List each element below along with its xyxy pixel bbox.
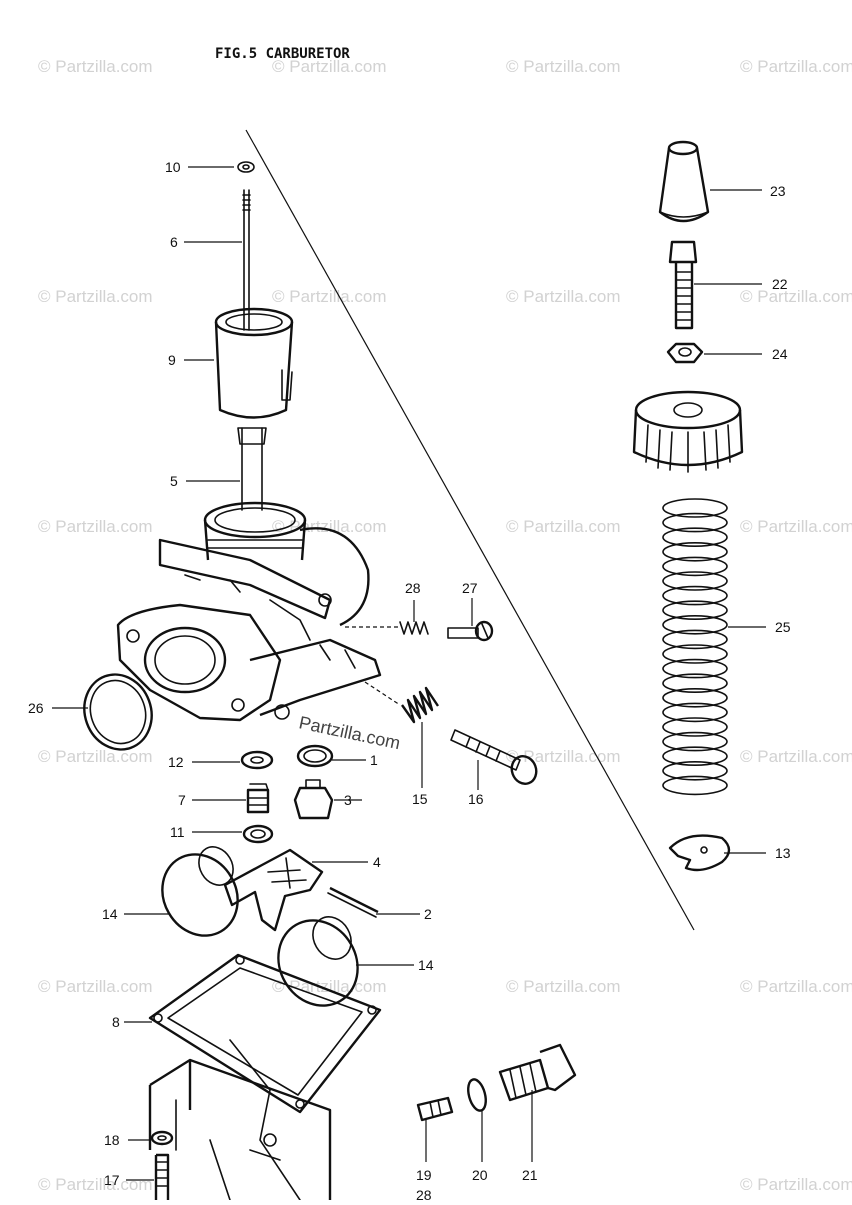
part-12-washer xyxy=(240,750,274,770)
callout-22: 22 xyxy=(772,276,788,292)
watermark: © Partzilla.com xyxy=(38,57,153,76)
watermark: © Partzilla.com xyxy=(506,517,621,536)
watermark: © Partzilla.com xyxy=(272,977,387,996)
callout-1: 1 xyxy=(370,752,378,768)
part-25-return-spring xyxy=(662,498,728,796)
mixing-chamber-top xyxy=(632,390,744,473)
part-5-needle-jet xyxy=(237,427,267,511)
callout-18: 18 xyxy=(104,1132,120,1148)
callout-9: 9 xyxy=(168,352,176,368)
callout-10: 10 xyxy=(165,159,181,175)
callout-11: 11 xyxy=(170,824,185,840)
callout-2: 2 xyxy=(424,906,432,922)
part-10-clip xyxy=(237,161,255,173)
callout-26: 26 xyxy=(28,700,44,716)
part-2-float-pin xyxy=(327,886,379,918)
watermark: © Partzilla.com xyxy=(272,287,387,306)
part-7-main-jet xyxy=(246,783,270,814)
callout-5: 5 xyxy=(170,473,178,489)
part-22-cable-adjuster xyxy=(668,240,698,330)
callout-12: 12 xyxy=(168,754,184,770)
part-11-washer xyxy=(242,824,274,844)
callout-14: 14 xyxy=(102,906,118,922)
part-21-banjo-bolt xyxy=(498,1043,577,1102)
part-18-washer xyxy=(150,1130,174,1146)
watermark-grid: © Partzilla.com © Partzilla.com © Partzi… xyxy=(38,57,852,1194)
part-14-float-left xyxy=(161,846,239,937)
figure-title: FIG.5 CARBURETOR xyxy=(215,46,350,62)
part-19-drain-screw xyxy=(416,1096,454,1122)
part-28-spring xyxy=(399,621,429,635)
watermark: © Partzilla.com xyxy=(38,517,153,536)
part-4-float-arm xyxy=(223,848,324,932)
alignment-line xyxy=(364,681,401,706)
callout-19: 19 xyxy=(416,1167,432,1183)
part-24-lock-nut xyxy=(666,342,704,364)
part-14-float-right xyxy=(277,916,359,1007)
watermark: © Partzilla.com xyxy=(272,57,387,76)
carburetor-body xyxy=(116,501,382,722)
callout-labels: 10 6 9 5 26 12 1 7 3 11 4 14 2 14 8 18 1… xyxy=(28,159,791,1203)
watermark: © Partzilla.com xyxy=(740,1175,852,1194)
watermark: © Partzilla.com xyxy=(38,977,153,996)
callout-13: 13 xyxy=(775,845,791,861)
callout-28: 28 xyxy=(405,580,421,596)
part-6-jet-needle xyxy=(242,189,251,331)
callout-7: 7 xyxy=(178,792,186,808)
part-1-gasket xyxy=(296,744,334,768)
part-26-o-ring xyxy=(83,673,153,751)
callout-25: 25 xyxy=(775,619,791,635)
callout-4: 4 xyxy=(373,854,381,870)
watermark: © Partzilla.com xyxy=(38,287,153,306)
callout-6: 6 xyxy=(170,234,178,250)
float-bowl xyxy=(148,1039,332,1201)
part-20-washer xyxy=(467,1078,487,1112)
watermark: © Partzilla.com xyxy=(740,287,852,306)
watermark: © Partzilla.com xyxy=(38,747,153,766)
part-9-throttle-valve xyxy=(214,307,294,419)
separator-line xyxy=(245,129,695,931)
watermark: © Partzilla.com xyxy=(38,1175,153,1194)
watermark: © Partzilla.com xyxy=(272,517,387,536)
watermark: © Partzilla.com xyxy=(740,57,852,76)
part-15-spring xyxy=(401,686,439,724)
callout-28: 28 xyxy=(416,1187,432,1200)
part-13-spring-seat xyxy=(668,834,731,872)
watermark: © Partzilla.com xyxy=(740,747,852,766)
watermark: © Partzilla.com xyxy=(506,57,621,76)
callout-15: 15 xyxy=(412,791,428,807)
callout-20: 20 xyxy=(472,1167,488,1183)
watermark: © Partzilla.com xyxy=(506,287,621,306)
callout-27: 27 xyxy=(462,580,478,596)
callout-24: 24 xyxy=(772,346,788,362)
watermark: © Partzilla.com xyxy=(740,977,852,996)
watermark: © Partzilla.com xyxy=(506,747,621,766)
leader-lines xyxy=(52,166,766,1181)
part-16-throttle-stop-screw xyxy=(450,729,538,785)
callout-3: 3 xyxy=(344,792,352,808)
part-23-rubber-cap xyxy=(658,140,710,223)
part-27-pilot-screw xyxy=(447,620,494,642)
watermark: © Partzilla.com xyxy=(740,517,852,536)
callout-23: 23 xyxy=(770,183,786,199)
callout-21: 21 xyxy=(522,1167,538,1183)
part-17-screw xyxy=(154,1153,170,1200)
callout-17: 17 xyxy=(104,1172,120,1188)
part-3-plug xyxy=(293,779,334,820)
callout-16: 16 xyxy=(468,791,484,807)
callout-14: 14 xyxy=(418,957,434,973)
watermark: © Partzilla.com xyxy=(506,977,621,996)
callout-8: 8 xyxy=(112,1014,120,1030)
